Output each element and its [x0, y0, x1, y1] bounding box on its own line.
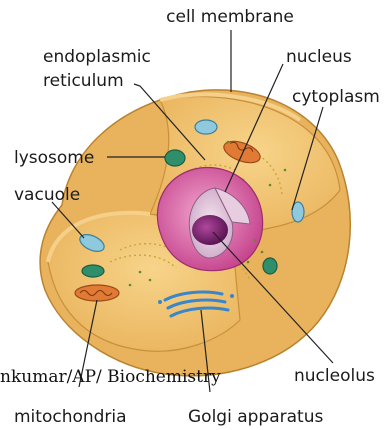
lysosome-right — [263, 258, 277, 274]
label-mitochondria: mitochondria — [14, 407, 127, 427]
label-cell-membrane: cell membrane — [166, 7, 294, 27]
nucleolus — [192, 215, 228, 245]
label-nucleolus: nucleolus — [294, 366, 375, 386]
label-reticulum: reticulum — [43, 71, 124, 91]
label-golgi: Golgi apparatus — [188, 407, 323, 427]
label-cytoplasm: cytoplasm — [292, 87, 380, 107]
vacuole-top — [195, 120, 217, 134]
lysosome — [165, 150, 185, 166]
lysosome-bottom — [82, 265, 104, 277]
label-vacuole: vacuole — [14, 185, 80, 205]
label-nucleus: nucleus — [286, 47, 352, 67]
mitochondrion-bottom — [75, 285, 119, 301]
label-endoplasmic: endoplasmic — [43, 47, 151, 67]
credit-watermark: nkumar/AP/ Biochemistry — [0, 367, 221, 387]
label-lysosome: lysosome — [14, 148, 94, 168]
